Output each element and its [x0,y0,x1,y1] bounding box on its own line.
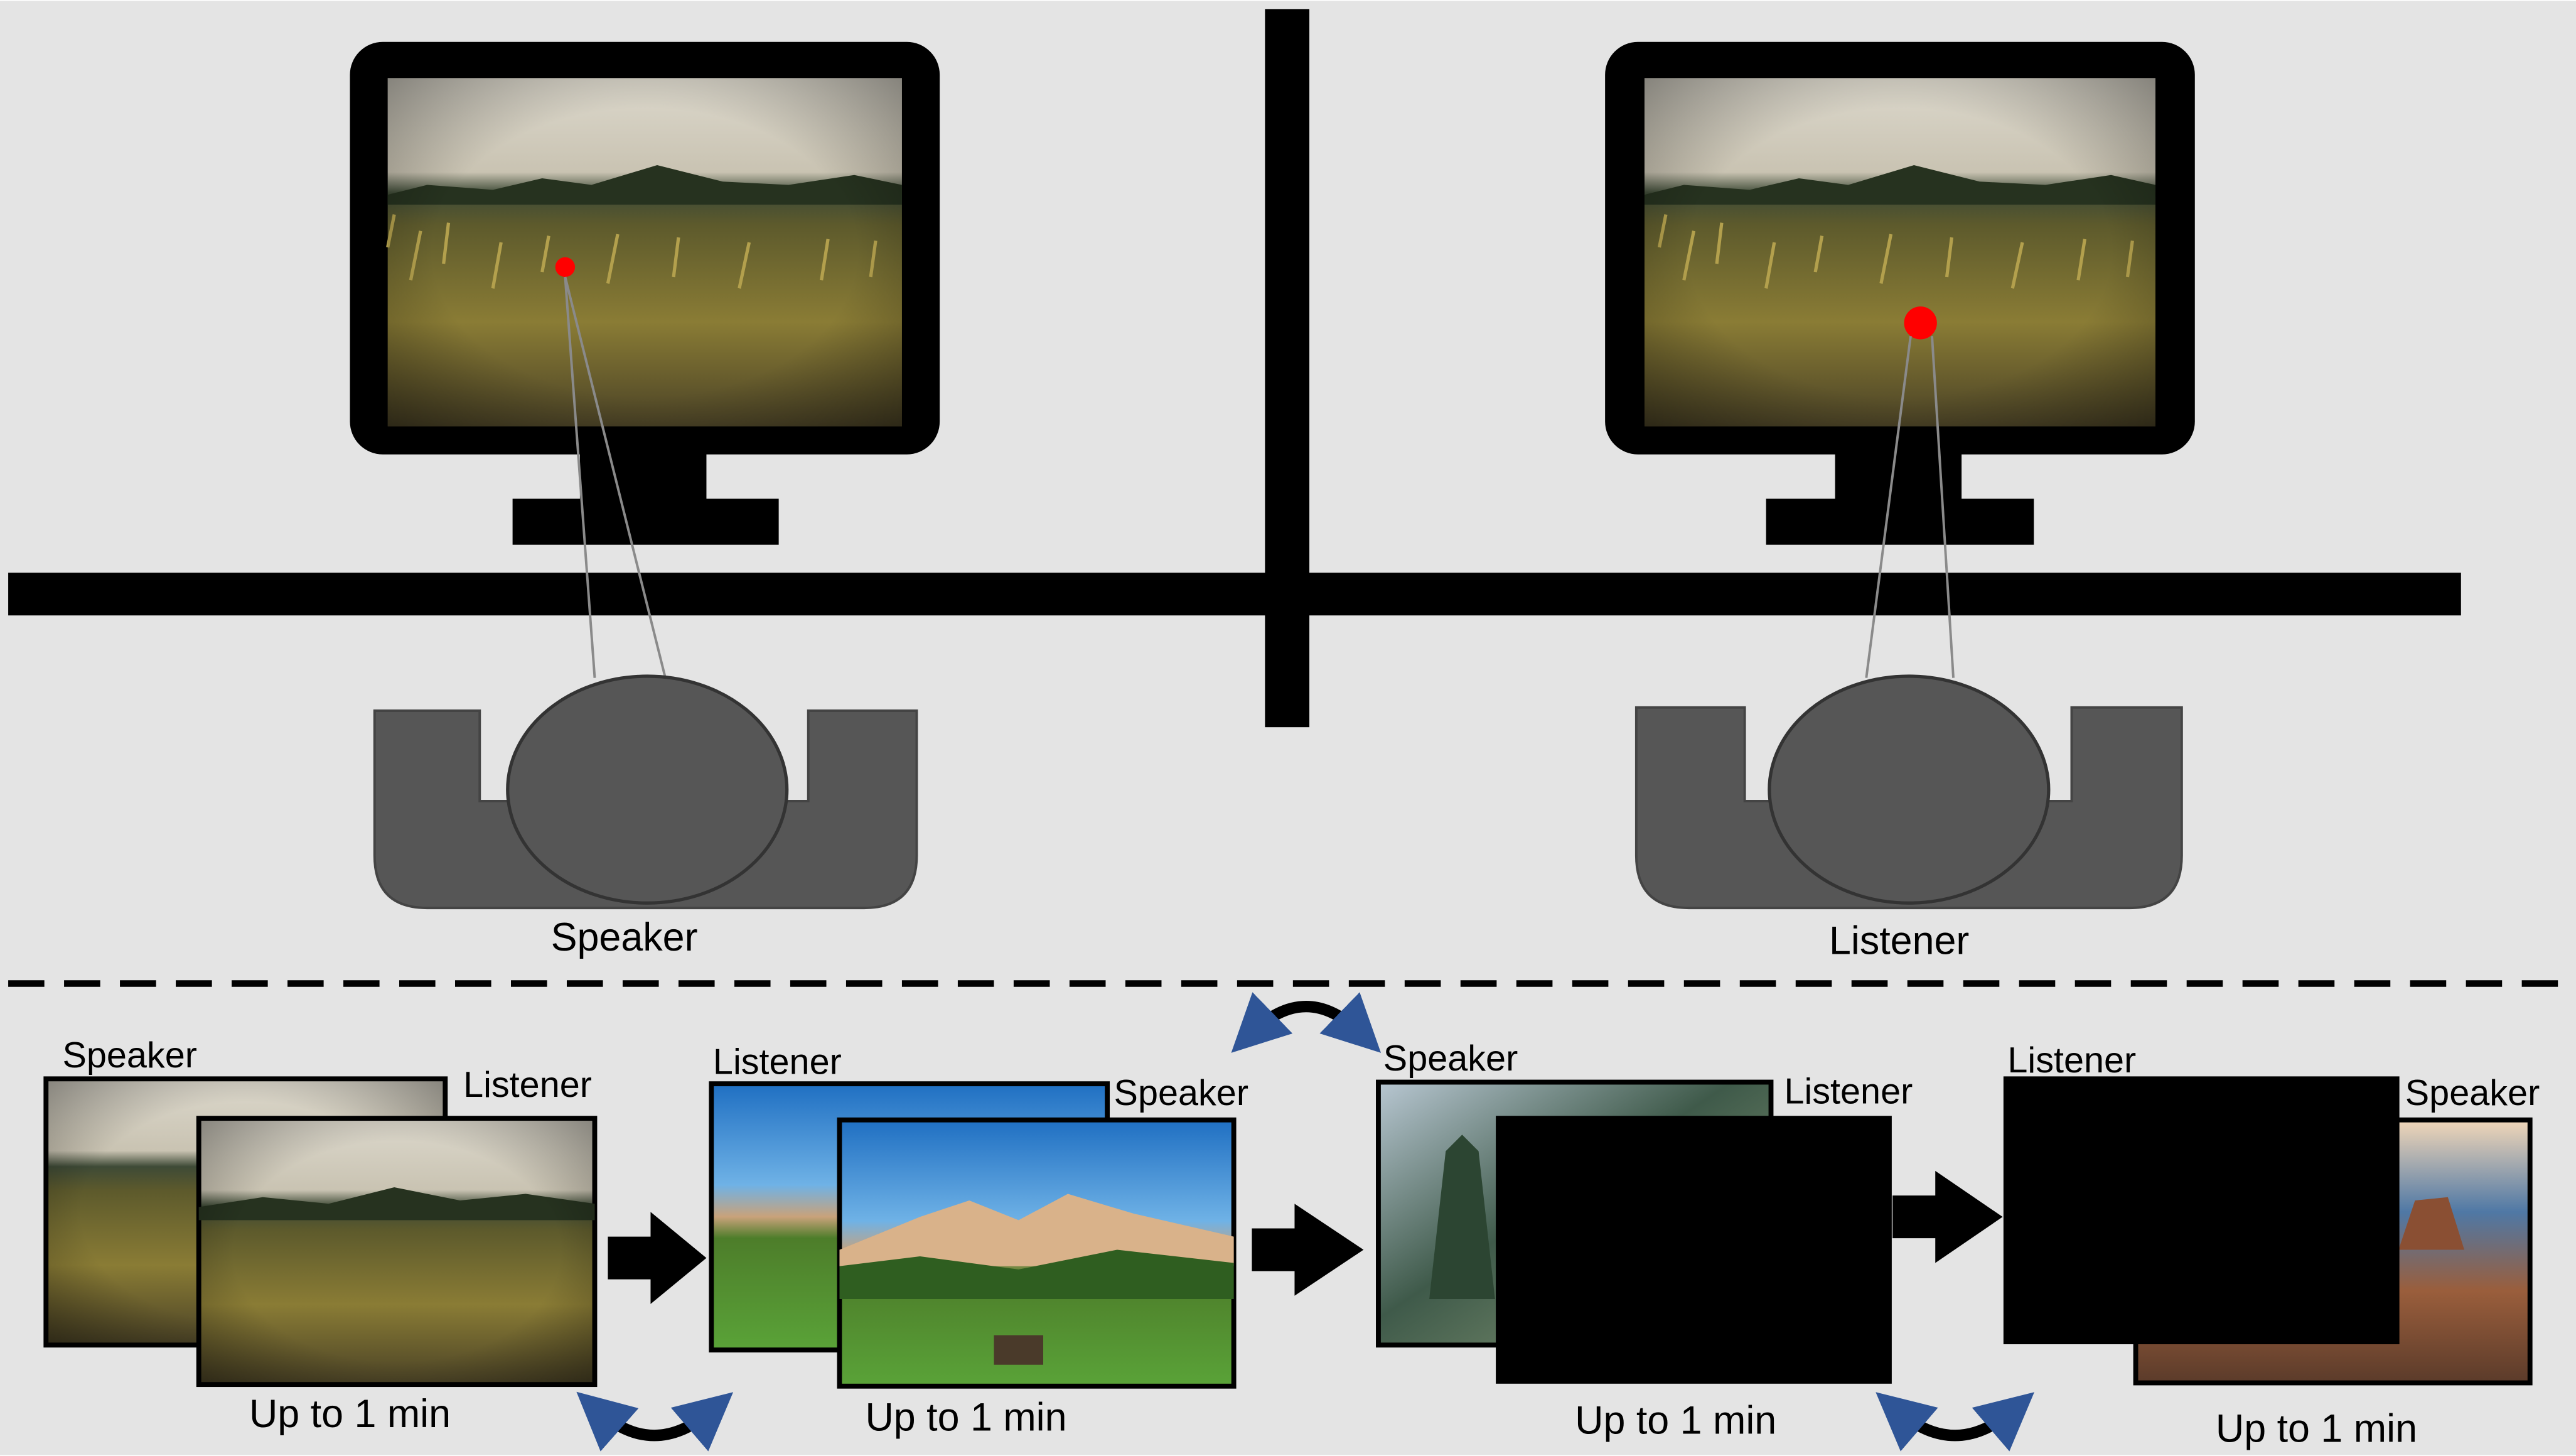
speaker-gaze-point [555,257,576,278]
panel-4-front-screen [2003,1076,2400,1345]
right-arrow-icon [1892,1170,2003,1263]
panel-4-back-label: Listener [2007,1040,2136,1081]
listener-chair [1634,674,2183,910]
panel-1-back-label: Speaker [62,1035,196,1076]
panel-1: Speaker Listener Up to 1 min [43,1035,598,1436]
speaker-monitor [350,41,940,545]
right-arrow-icon [1252,1204,1364,1296]
right-arrow-icon [608,1212,707,1304]
panel-3-back-label: Speaker [1383,1038,1518,1079]
swap-arrows-icon [576,1391,734,1452]
swap-arrows-icon [1231,992,1382,1053]
listener-label: Listener [1829,919,1969,963]
listener-monitor [1605,41,2195,545]
table-bar [8,573,2461,616]
panel-4-front-label: Speaker [2405,1073,2540,1113]
panel-3-front-screen [1496,1116,1892,1384]
speaker-label: Speaker [551,915,698,959]
panel-3-front-label: Listener [1784,1072,1913,1112]
listener-gaze-point [1904,306,1937,340]
panel-4-duration: Up to 1 min [2216,1407,2417,1451]
panel-3: Speaker Listener Up to 1 min [1376,1038,1913,1443]
panel-2-back-label: Listener [713,1042,842,1082]
speaker-head [506,674,789,905]
panel-2: Listener Speaker Up to 1 min [709,1042,1248,1439]
panel-2-front-screen [837,1117,1237,1389]
panel-4: Listener Speaker Up to 1 min [2003,1040,2540,1451]
swap-arrows-icon [1876,1392,2035,1452]
panel-2-front-label: Speaker [1114,1073,1248,1113]
panel-1-duration: Up to 1 min [249,1392,451,1436]
panel-3-duration: Up to 1 min [1575,1399,1776,1443]
panel-1-front-label: Listener [463,1065,592,1105]
listener-head [1768,674,2051,905]
divider-wall [1265,9,1310,728]
speaker-chair [373,674,918,910]
gaze-lines [564,276,1955,679]
panel-1-front-screen [196,1116,598,1388]
panel-2-duration: Up to 1 min [865,1395,1066,1439]
